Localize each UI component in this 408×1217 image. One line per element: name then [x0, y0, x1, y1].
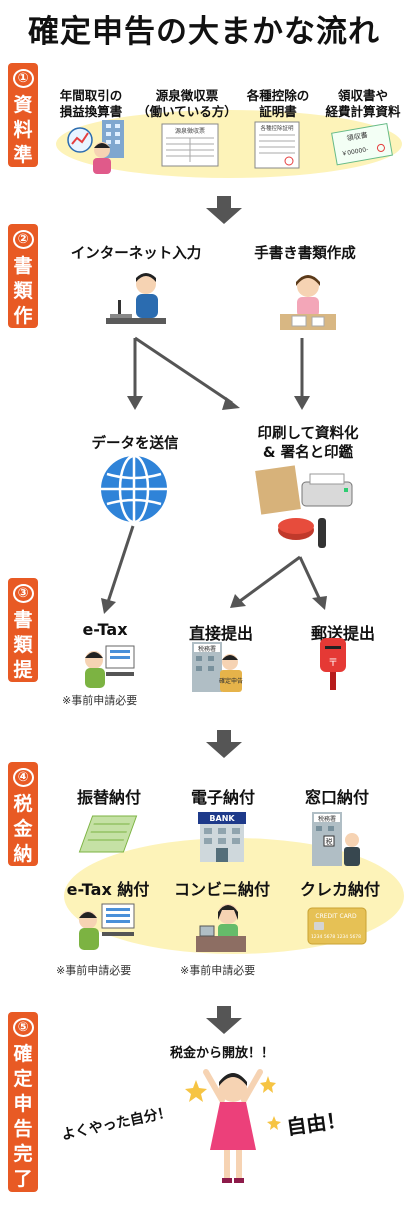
etax-pay-pc-icon [79, 903, 135, 950]
etax-pay-note: ※事前申請必要 [56, 964, 132, 977]
label-line: & 署名と印鑑 [262, 445, 354, 461]
tax-office-sign: 税務署 [318, 815, 336, 823]
print-label: 印刷して資料化 & 署名と印鑑 [238, 425, 378, 463]
step-char: 備 [13, 169, 33, 191]
card-pay-label: クレカ納付 [299, 880, 380, 899]
step-char: 書 [13, 609, 33, 631]
electronic-pay-label: 電子納付 [190, 788, 255, 807]
tax-badge: 税 [326, 837, 333, 846]
etax-label: e-Tax [82, 620, 128, 639]
handwriting-person-icon [280, 275, 336, 330]
freedom-from-tax-text: 税金から開放！！ [170, 1046, 275, 1061]
etax-pc-icon [85, 645, 135, 688]
step-number: ① [12, 69, 34, 88]
step-char: 作 [13, 305, 33, 327]
step-char: 税 [13, 793, 33, 815]
step-char: 準 [13, 144, 33, 166]
label-line: 各種控除の [246, 88, 310, 103]
label-line: 印刷して資料化 [257, 426, 359, 442]
step-char: 成 [13, 330, 33, 352]
step-char: 付 [13, 868, 33, 890]
step-char: 出 [13, 684, 33, 706]
bank-sign: BANK [209, 814, 235, 823]
receipt-amount: ￥00000- [341, 146, 369, 158]
globe-icon [101, 454, 167, 524]
flow-arrow-down [206, 1006, 242, 1034]
step-number: ⑤ [12, 1018, 34, 1037]
step-1-bar: ① 資 料 準 備 [8, 63, 38, 191]
step-char: 類 [13, 634, 33, 656]
printer-stamp-icon [255, 465, 353, 548]
label-line: 経費計算資料 [325, 104, 401, 119]
step-char: 料 [13, 119, 33, 141]
step-2-bar: ② 書 類 作 成 [8, 224, 38, 352]
tax-return-paper: 確定申告 [219, 677, 243, 685]
step-char: 了 [13, 1168, 33, 1190]
deduction-certificate-icon: 各種控除証明 [254, 121, 300, 169]
receipt-icon: 領収書 ￥00000- [331, 122, 393, 166]
receipt-title: 領収書 [346, 130, 368, 143]
step-3-bar: ③ 書 類 提 出 [8, 578, 38, 706]
step-char: 納 [13, 843, 33, 865]
doc-label-receipts: 領収書や 経費計算資料 [318, 88, 408, 120]
step-char: 書 [13, 255, 33, 277]
slip-title: 源泉徴収票 [175, 127, 205, 135]
card-text: CREDIT CARD [315, 913, 357, 920]
label-line: 源泉徴収票 [155, 88, 219, 103]
handwritten-label: 手書き書類作成 [254, 246, 356, 262]
flow-arrow-down [206, 730, 242, 758]
etax-pay-label: e-Tax 納付 [66, 880, 150, 899]
step-4-bar: ④ 税 金 納 付 [8, 762, 38, 890]
label-line: 年間取引の [59, 88, 123, 103]
step-char: 金 [13, 818, 33, 840]
doc-label-deduction: 各種控除の 証明書 [238, 88, 318, 120]
withholding-slip-icon: 源泉徴収票 [161, 123, 219, 167]
card-number: 1234 5678 1234 5678 [311, 934, 361, 940]
doc-label-withholding: 源泉徴収票 （働いている方） [136, 88, 238, 120]
direct-submit-label: 直接提出 [188, 624, 253, 643]
step-char: 完 [13, 1143, 33, 1165]
step-number: ④ [12, 768, 34, 787]
internet-input-label: インターネット入力 [70, 246, 202, 262]
page-title: 確定申告の大まかな流れ [28, 14, 380, 50]
label-line: 証明書 [259, 104, 297, 119]
convenience-pay-label: コンビニ納付 [173, 880, 270, 899]
tax-office-sign: 税務署 [198, 645, 216, 653]
doc-label-profit-loss: 年間取引の 損益換算書 [46, 88, 136, 120]
step-char: 告 [13, 1118, 33, 1140]
step-char: 提 [13, 659, 33, 681]
convenience-store-clerk-icon [196, 904, 246, 952]
accountant-icon [67, 120, 124, 174]
bankbook-icon [78, 815, 138, 853]
tax-office-submit-icon: 税務署 確定申告 [192, 642, 243, 692]
send-data-label: データを送信 [91, 436, 179, 452]
label-line: （働いている方） [137, 104, 237, 119]
pc-user-icon [106, 273, 166, 324]
step-char: 類 [13, 280, 33, 302]
etax-submit-note: ※事前申請必要 [62, 694, 138, 707]
transfer-pay-label: 振替納付 [76, 788, 141, 807]
step-char: 申 [13, 1093, 33, 1115]
step-number: ③ [12, 584, 34, 603]
tax-office-pay-icon: 税務署 税 [312, 812, 360, 866]
convenience-pay-note: ※事前申請必要 [180, 964, 256, 977]
cert-title: 各種控除証明 [260, 124, 294, 132]
counter-pay-label: 窓口納付 [304, 788, 369, 807]
credit-card-icon: CREDIT CARD 1234 5678 1234 5678 [307, 907, 367, 945]
flow-arrow-down [206, 196, 242, 224]
cheering-woman-icon [185, 1069, 281, 1183]
step-char: 定 [13, 1068, 33, 1090]
label-line: 領収書や [337, 88, 388, 103]
bank-building-icon: BANK [198, 812, 246, 862]
step-number: ② [12, 230, 34, 249]
step-char: 資 [13, 94, 33, 116]
postbox-icon: 〒 [320, 638, 346, 690]
svg-text:〒: 〒 [328, 658, 338, 669]
label-line: 損益換算書 [59, 104, 123, 119]
step-char: 確 [13, 1043, 33, 1065]
